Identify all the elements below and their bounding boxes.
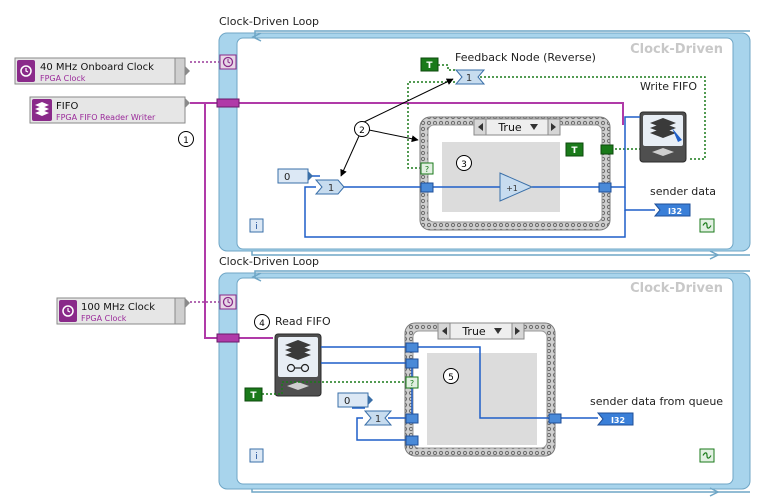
case-bottom-tunnel-1[interactable] xyxy=(405,342,419,353)
write-fifo-label: Write FIFO xyxy=(640,80,697,93)
clock40-control[interactable] xyxy=(14,57,190,85)
case-top-question: ? xyxy=(425,165,429,174)
read-fifo-node[interactable] xyxy=(274,333,322,397)
callout-2 xyxy=(340,78,454,177)
callout-4-label: 4 xyxy=(259,319,265,329)
callout-1 xyxy=(178,131,194,147)
case-top-selector[interactable] xyxy=(473,118,561,136)
read-fifo-label: Read FIFO xyxy=(275,315,331,328)
callout-2-label: 2 xyxy=(359,126,365,136)
case-bottom-question: ? xyxy=(410,379,414,388)
clock100-name: 100 MHz Clock xyxy=(81,302,155,313)
callout-3-label: 3 xyxy=(461,160,467,170)
fifo-name: FIFO xyxy=(56,101,78,112)
fifo-control[interactable] xyxy=(29,96,190,124)
case-top-bool-tunnel[interactable] xyxy=(600,144,614,155)
true-constant-write-label: T xyxy=(571,146,578,156)
iteration-top-label: i xyxy=(255,222,258,232)
feedback-node-bottom[interactable] xyxy=(363,410,393,426)
feedback-node-label: Feedback Node (Reverse) xyxy=(455,51,596,64)
loop-top-fifo-tunnel[interactable] xyxy=(216,98,240,108)
sender-data-queue-indicator[interactable] xyxy=(596,412,634,426)
true-constant-write[interactable] xyxy=(565,142,584,157)
callout-5 xyxy=(443,368,459,384)
case-top-value: True xyxy=(497,121,522,134)
zero-constant-bottom-value: 0 xyxy=(344,396,350,407)
zero-constant-top[interactable] xyxy=(277,168,313,184)
case-bottom-tunnel-2[interactable] xyxy=(405,358,419,369)
iteration-terminal-top xyxy=(249,218,264,233)
callout-4 xyxy=(254,314,270,330)
true-constant-bottom-label: T xyxy=(250,391,257,401)
case-bottom-value: True xyxy=(461,325,486,338)
sender-data-queue-type: I32 xyxy=(611,416,625,425)
increment-node[interactable] xyxy=(499,172,534,202)
loop-bottom-clock-terminal[interactable] xyxy=(219,294,237,310)
case-bottom-tunnel-4[interactable] xyxy=(405,435,419,446)
true-constant-bottom[interactable] xyxy=(244,387,263,402)
callout-5-label: 5 xyxy=(448,373,454,383)
sender-data-label: sender data xyxy=(650,185,716,198)
increment-label: +1 xyxy=(506,184,518,193)
clock100-type: FPGA Clock xyxy=(81,314,127,323)
bottom-boolean-wires xyxy=(262,381,406,395)
true-constant-top-label: T xyxy=(426,61,433,71)
feedback-node-bottom-value: 1 xyxy=(375,414,381,425)
feedback-node-value: 1 xyxy=(466,73,472,84)
case-bottom-selector[interactable] xyxy=(437,322,525,340)
case-top-input-tunnel[interactable] xyxy=(420,182,434,193)
loop-bottom-watermark: Clock-Driven xyxy=(630,281,723,296)
callout-3 xyxy=(456,155,472,171)
fifo-type: FPGA FIFO Reader Writer xyxy=(56,113,156,122)
feedback-node-reverse[interactable] xyxy=(454,69,486,85)
true-constant-top[interactable] xyxy=(420,57,439,72)
write-fifo-node[interactable] xyxy=(639,111,687,163)
clock100-control[interactable] xyxy=(56,297,190,325)
reference-wires xyxy=(190,61,624,339)
feedback-node-main-top[interactable] xyxy=(314,179,345,195)
stop-terminal-top xyxy=(699,218,715,233)
loop-top-watermark: Clock-Driven xyxy=(630,42,723,57)
zero-constant-bottom[interactable] xyxy=(337,392,373,408)
loop-top-label: Clock-Driven Loop xyxy=(219,15,319,28)
loop-bottom-label: Clock-Driven Loop xyxy=(219,255,319,268)
sender-data-queue-label: sender data from queue xyxy=(590,395,723,408)
sender-data-indicator[interactable] xyxy=(653,203,691,217)
iteration-bottom-label: i xyxy=(255,452,258,462)
loop-top-clock-terminal[interactable] xyxy=(219,54,237,70)
zero-constant-top-value: 0 xyxy=(284,172,290,183)
callout-1-label: 1 xyxy=(183,136,189,146)
feedback-node-main-top-value: 1 xyxy=(328,183,334,194)
case-top-output-tunnel[interactable] xyxy=(598,182,612,193)
clock40-type: FPGA Clock xyxy=(40,74,86,83)
case-top-selector-terminal[interactable] xyxy=(420,162,434,175)
case-bottom-output-tunnel[interactable] xyxy=(548,413,562,424)
clock40-name: 40 MHz Onboard Clock xyxy=(40,62,154,73)
case-bottom-selector-terminal[interactable] xyxy=(405,376,419,389)
loop-bottom-fifo-tunnel[interactable] xyxy=(216,333,240,343)
iteration-terminal-bottom xyxy=(249,448,264,463)
sender-data-type: I32 xyxy=(668,207,682,216)
case-bottom-tunnel-3[interactable] xyxy=(405,413,419,424)
stop-terminal-bottom xyxy=(699,448,715,463)
